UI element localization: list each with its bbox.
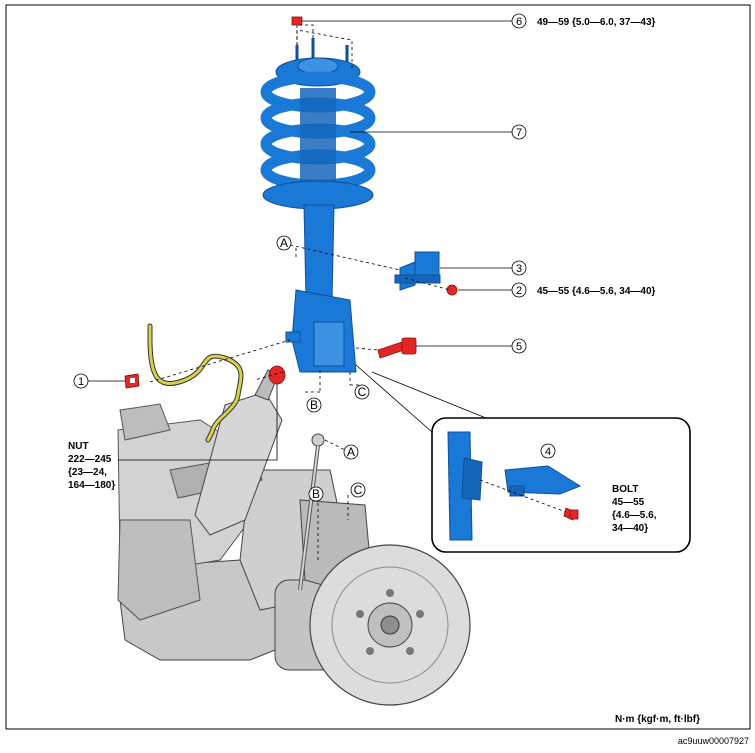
strut-tube (303, 204, 335, 301)
shock-absorber-and-coil-spring (260, 38, 376, 373)
nut-6 (291, 16, 303, 26)
callout-1: 1 (73, 373, 89, 389)
wheel-stud (416, 610, 424, 618)
brake-hose-fill (148, 324, 243, 442)
wheel-stud (386, 589, 394, 597)
bolt-torque-label: BOLT 45—55 {4.6—5.6, 34—40} (612, 484, 657, 534)
callout-4-number: 4 (545, 446, 551, 458)
alignment-lines (149, 24, 451, 560)
sensor-bracket (394, 251, 441, 291)
bolt-label-line-2: {4.6—5.6, (612, 510, 657, 521)
wheel-stud (406, 647, 414, 655)
stabilizer-link (298, 433, 325, 591)
svg-text:C: C (358, 385, 367, 399)
nut-torque-label: NUT 222—245 {23—24, 164—180} (68, 441, 115, 491)
detail-zoom-lines (355, 364, 487, 433)
strut-bracket-slot (313, 321, 345, 367)
bolt-label-line-3: 34—40} (612, 523, 648, 534)
bolt-label-line-1: 45—55 (612, 497, 645, 508)
knuckle-and-hub-assembly (117, 403, 471, 706)
wheel-stud (356, 610, 364, 618)
clip-1 (124, 373, 140, 389)
reference-letter-a-lower: A (343, 444, 359, 460)
callout-5: 5 (511, 338, 527, 354)
nut-2 (446, 284, 458, 296)
svg-text:B: B (312, 487, 320, 501)
crossmember (117, 519, 201, 621)
callout-4: 4 (540, 443, 556, 459)
document-id: ac9uuw00007927 (678, 736, 749, 746)
svg-text:C: C (354, 483, 363, 497)
callout-2: 2 45—55 {4.6—5.6, 34—40} (511, 282, 656, 298)
brake-disc-ring (331, 566, 449, 684)
hub-bore (380, 615, 400, 635)
svg-text:B: B (310, 398, 318, 412)
bolt-5 (377, 337, 417, 359)
reference-letter-b-lower: B (308, 486, 324, 502)
callout-2-torque: 45—55 {4.6—5.6, 34—40} (537, 286, 656, 297)
dust-boot (300, 88, 336, 188)
reference-letter-c-lower: C (350, 482, 366, 498)
reference-letter-b-upper: B (306, 397, 322, 413)
callout-6: 6 49—59 {5.0—6.0, 37—43} (511, 13, 656, 29)
svg-text:A: A (280, 236, 288, 250)
reference-letter-c-upper: C (354, 384, 370, 400)
callout-6-number: 6 (516, 16, 522, 28)
nut-label-line-2: {23—24, (68, 467, 107, 478)
callout-6-torque: 49—59 {5.0—6.0, 37—43} (537, 17, 656, 28)
wheel-stud (366, 647, 374, 655)
reference-letter-a-upper: A (276, 235, 292, 251)
callout-7: 7 (511, 124, 527, 140)
diagram-border (5, 4, 751, 730)
nut-label-line-1: 222—245 (68, 454, 112, 465)
steering-rack (119, 403, 171, 441)
hose-clip-tab (285, 331, 301, 343)
detail-inset (431, 417, 691, 553)
callout-1-number: 1 (78, 376, 84, 388)
nut-strut-lower (268, 365, 286, 385)
callout-2-number: 2 (516, 285, 522, 297)
callout-3-number: 3 (516, 263, 522, 275)
nut-label-line-3: 164—180} (68, 480, 115, 491)
svg-text:A: A (347, 445, 355, 459)
unit-note: N·m {kgf·m, ft·lbf} (615, 714, 700, 725)
nut-label-title: NUT (68, 441, 89, 452)
callout-7-number: 7 (516, 127, 522, 139)
callout-5-number: 5 (516, 341, 522, 353)
callout-3: 3 (511, 260, 527, 276)
bolt-label-title: BOLT (612, 484, 638, 495)
